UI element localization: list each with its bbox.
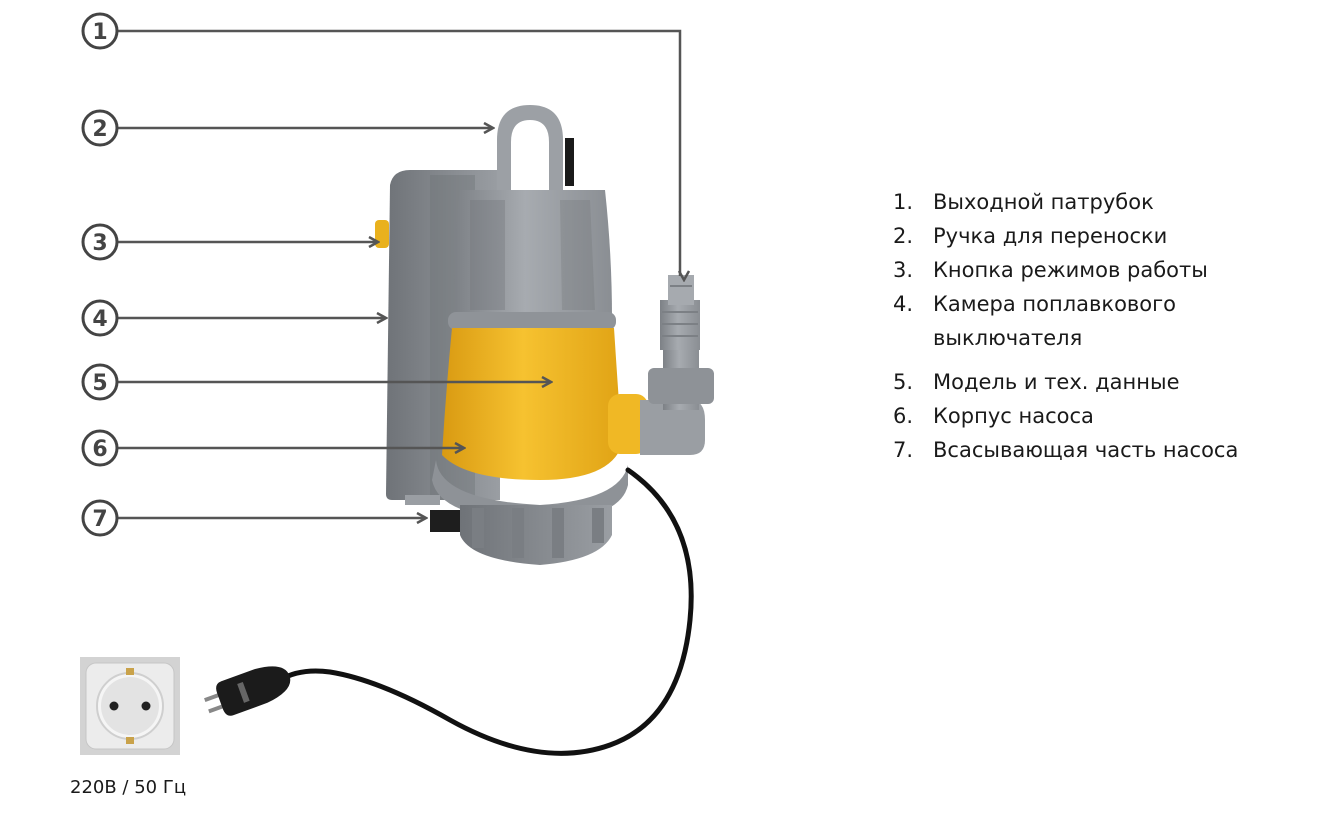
legend-item: 2. Ручка для переноски xyxy=(893,219,1313,253)
callout-marker-2: 2 xyxy=(81,109,119,147)
callout-marker-3: 3 xyxy=(81,223,119,261)
callout-number: 4 xyxy=(92,307,107,332)
callout-number: 1 xyxy=(92,20,107,45)
parts-legend: 1. Выходной патрубок 2. Ручка для перено… xyxy=(893,185,1313,467)
carry-handle xyxy=(497,105,563,190)
mode-button xyxy=(375,220,389,248)
wall-socket xyxy=(80,657,180,755)
legend-item: 4. Камера поплавкового выключателя xyxy=(893,287,1313,355)
callout-number: 2 xyxy=(92,117,107,142)
power-plug xyxy=(204,666,291,716)
legend-item: 7. Всасывающая часть насоса xyxy=(893,433,1313,467)
callout-leaders xyxy=(118,29,680,518)
callout-marker-7: 7 xyxy=(81,499,119,537)
callout-marker-6: 6 xyxy=(81,429,119,467)
callout-number: 6 xyxy=(92,437,107,462)
legend-text: Камера поплавкового выключателя xyxy=(933,292,1177,350)
legend-item: 6. Корпус насоса xyxy=(893,399,1313,433)
legend-item: 1. Выходной патрубок xyxy=(893,185,1313,219)
power-rating-label: 220В / 50 Гц xyxy=(70,777,187,798)
legend-number: 7. xyxy=(893,438,914,462)
leader-1 xyxy=(118,29,680,276)
legend-text: Кнопка режимов работы xyxy=(933,258,1208,282)
legend-text: Выходной патрубок xyxy=(933,190,1154,214)
legend-number: 3. xyxy=(893,258,914,282)
pump-body xyxy=(442,328,648,480)
legend-number: 4. xyxy=(893,292,914,316)
legend-text: Корпус насоса xyxy=(933,404,1094,428)
callout-number: 5 xyxy=(92,371,107,396)
outlet-fitting xyxy=(640,275,714,455)
callout-marker-4: 4 xyxy=(81,299,119,337)
legend-number: 2. xyxy=(893,224,914,248)
callout-markers: 1 2 3 4 5 6 7 xyxy=(81,12,119,537)
callout-number: 7 xyxy=(92,507,107,532)
top-cable-stub xyxy=(565,138,574,186)
callout-marker-5: 5 xyxy=(81,363,119,401)
legend-text: Ручка для переноски xyxy=(933,224,1168,248)
suction-base xyxy=(405,460,628,565)
legend-text: Всасывающая часть насоса xyxy=(933,438,1239,462)
legend-number: 5. xyxy=(893,370,914,394)
pump-upper-housing xyxy=(448,190,616,330)
pump-illustration xyxy=(277,105,714,756)
callout-number: 3 xyxy=(92,231,107,256)
legend-number: 1. xyxy=(893,190,914,214)
legend-number: 6. xyxy=(893,404,914,428)
callout-marker-1: 1 xyxy=(81,12,119,50)
legend-text: Модель и тех. данные xyxy=(933,370,1180,394)
legend-item: 5. Модель и тех. данные xyxy=(893,365,1313,399)
power-cable xyxy=(277,467,694,756)
legend-item: 3. Кнопка режимов работы xyxy=(893,253,1313,287)
